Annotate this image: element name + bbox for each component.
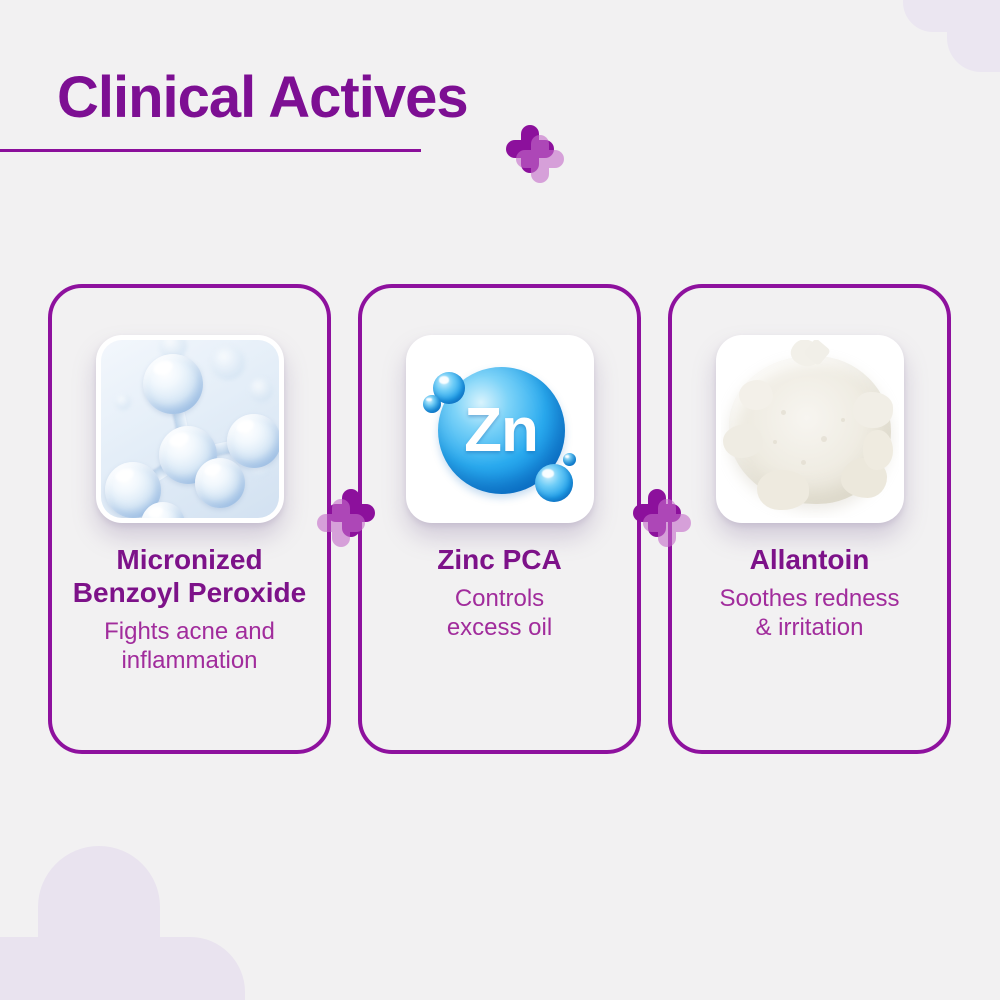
ingredient-benefit: Controls excess oil bbox=[446, 585, 553, 641]
ingredient-benefit: Soothes redness & irritation bbox=[719, 585, 900, 641]
zinc-symbol-label: Zn bbox=[464, 396, 539, 465]
molecule-3d-image bbox=[100, 340, 279, 518]
benzoyl-peroxide-image-tile bbox=[95, 335, 284, 523]
ingredient-name: Micronized Benzoyl Peroxide bbox=[72, 544, 307, 609]
ingredient-cards-row: Micronized Benzoyl Peroxide Fights acne … bbox=[48, 284, 951, 754]
card-allantoin: Allantoin Soothes redness & irritation bbox=[668, 284, 951, 754]
card-zinc-pca: Zn Zinc PCA Controls excess oil bbox=[358, 284, 641, 754]
ingredient-name: Allantoin bbox=[749, 544, 870, 575]
card-micronized-benzoyl-peroxide: Micronized Benzoyl Peroxide Fights acne … bbox=[48, 284, 331, 754]
allantoin-image-tile bbox=[715, 335, 904, 523]
plus-icon-header bbox=[506, 125, 564, 183]
white-powder-image bbox=[720, 340, 899, 518]
zinc-sphere-image: Zn bbox=[410, 340, 589, 518]
corner-cross-decoration-bottom-left-horizontal bbox=[0, 937, 245, 1000]
ingredient-name: Zinc PCA bbox=[437, 544, 562, 575]
page-title: Clinical Actives bbox=[57, 65, 469, 130]
ingredient-benefit: Fights acne and inflammation bbox=[104, 618, 275, 674]
title-underline bbox=[0, 149, 421, 152]
plus-icon-connector-1 bbox=[317, 489, 375, 547]
plus-icon-connector-2 bbox=[633, 489, 691, 547]
corner-cross-decoration-top-right-lobe bbox=[947, 0, 1000, 72]
zinc-pca-image-tile: Zn bbox=[405, 335, 594, 523]
